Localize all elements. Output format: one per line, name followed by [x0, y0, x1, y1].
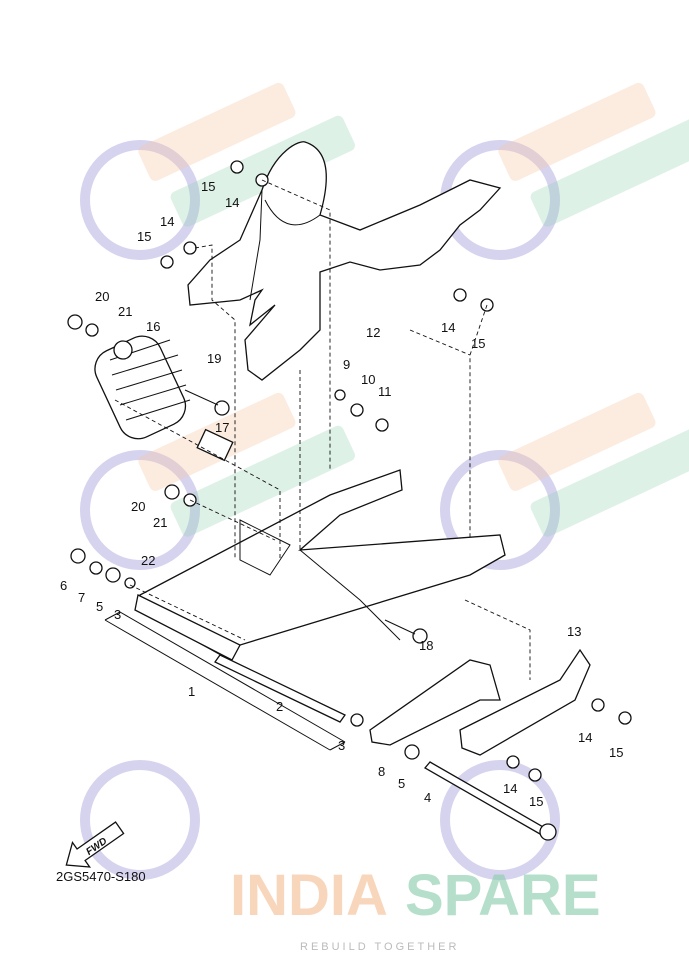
callout-7: 7	[78, 590, 85, 605]
callout-14: 14	[578, 730, 592, 745]
callout-3: 3	[114, 607, 121, 622]
fasteners	[67, 160, 632, 841]
callout-4: 4	[424, 790, 431, 805]
callout-16: 16	[146, 319, 160, 334]
callout-20: 20	[131, 499, 145, 514]
callout-15: 15	[529, 794, 543, 809]
wrench-logo-icon	[80, 760, 200, 880]
callout-15: 15	[609, 745, 623, 760]
callout-14: 14	[160, 214, 174, 229]
watermark: INDIA SPARE REBUILD TOGETHER	[230, 863, 601, 953]
assembly-bracket	[104, 611, 346, 751]
rear-shock-absorber	[94, 335, 191, 440]
callout-21: 21	[118, 304, 132, 319]
callout-22: 22	[141, 553, 155, 568]
callout-14: 14	[503, 781, 517, 796]
watermark-tagline: REBUILD TOGETHER	[300, 941, 459, 953]
wrench-logo-icon	[440, 760, 560, 880]
watermark-logo	[440, 760, 560, 880]
watermark-logo	[440, 82, 689, 260]
wrench-logo-icon	[80, 140, 200, 260]
callout-3: 3	[338, 738, 345, 753]
chain-puller	[459, 648, 591, 756]
callout-14: 14	[441, 320, 455, 335]
callout-8: 8	[378, 764, 385, 779]
callout-5: 5	[96, 599, 103, 614]
watermark-spare: SPARE	[405, 863, 601, 928]
watermark-logo	[440, 392, 689, 570]
callout-5: 5	[398, 776, 405, 791]
callout-12: 12	[366, 325, 380, 340]
callout-15: 15	[201, 179, 215, 194]
diagram-code: 2GS5470-S180	[56, 869, 146, 884]
callout-15: 15	[471, 336, 485, 351]
callout-19: 19	[207, 351, 221, 366]
callout-17: 17	[215, 420, 229, 435]
callout-20: 20	[95, 289, 109, 304]
guide-lines	[104, 179, 531, 751]
watermark-india: INDIA	[230, 863, 388, 928]
wrench-logo-icon	[80, 450, 200, 570]
wrench-logo-icon	[440, 450, 560, 570]
callout-18: 18	[419, 638, 433, 653]
callout-labels: 15 14 14 15 20 21 16 12 14 15 19 9 10 11…	[60, 179, 623, 809]
callout-6: 6	[60, 578, 67, 593]
callout-21: 21	[153, 515, 167, 530]
watermark-logos	[80, 82, 689, 880]
callout-15: 15	[137, 229, 151, 244]
callout-14: 14	[225, 195, 239, 210]
callout-2: 2	[276, 699, 283, 714]
callout-11: 11	[378, 384, 392, 399]
pivot-shaft	[214, 654, 346, 723]
callout-10: 10	[361, 372, 375, 387]
callout-9: 9	[343, 357, 350, 372]
fwd-arrow-icon: FWD	[65, 821, 125, 868]
callout-1: 1	[188, 684, 195, 699]
watermark-logo	[80, 760, 200, 880]
callout-13: 13	[567, 624, 581, 639]
chain-case	[369, 659, 501, 746]
